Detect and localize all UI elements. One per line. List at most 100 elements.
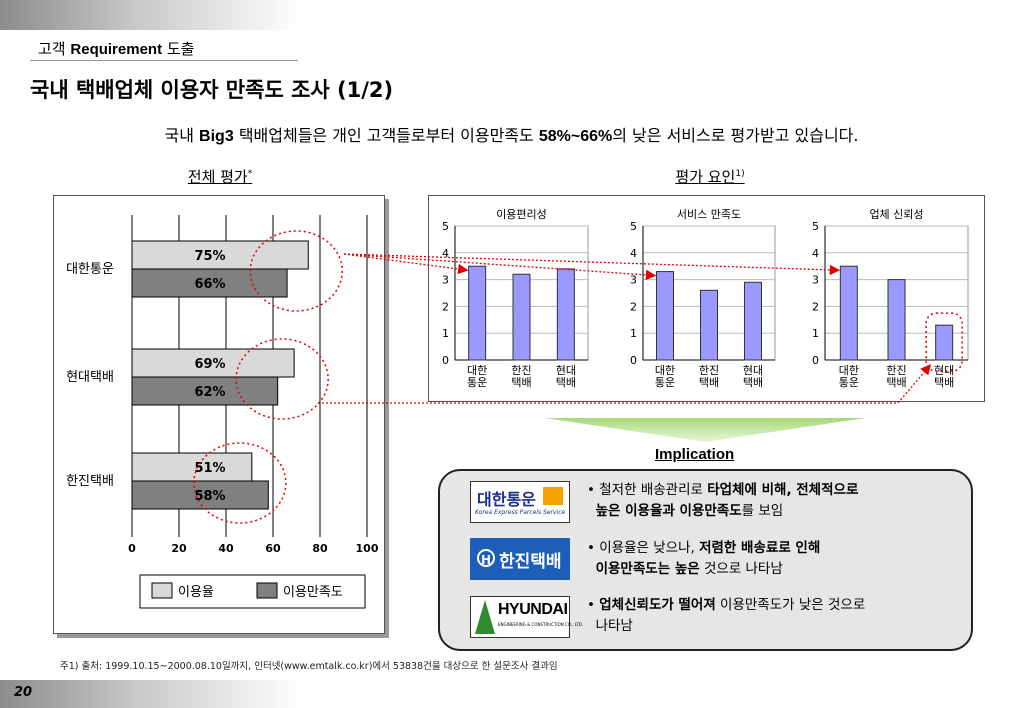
factor-bar [512,273,531,361]
bar [131,376,279,406]
x-category-label: 한진 [699,364,719,377]
factor-bar [656,271,674,361]
y-tick-label: 4 [812,247,819,260]
subtitle-bold-2: 58%~66% [538,128,613,145]
factor-bar [556,268,575,361]
x-category-label: 현대 [934,364,954,377]
highlight-ellipse [249,230,343,312]
factor-bar [700,289,718,361]
y-tick-label: 5 [812,220,819,233]
impl1-bold-a: 타업체에 비해, 전체적으로 [707,482,859,498]
legend-swatch [151,582,173,599]
breadcrumb: 고객 Requirement 도출 [38,38,194,59]
overall-title-text: 전체 평가 [187,168,248,186]
x-tick-label: 20 [171,542,187,555]
x-category-label: 택배 [886,376,906,389]
hyundai-logo-sub: ENGINEERING & CONSTRUCTION CO., LTD. [498,622,584,627]
y-tick-label: 1 [630,327,637,340]
x-tick-label: 80 [312,542,328,555]
y-tick-label: 5 [630,220,637,233]
y-tick-label: 3 [630,274,637,287]
impl3-bold-a: 업체신뢰도가 떨어져 [599,597,716,613]
hyundai-logo: HYUNDAI ENGINEERING & CONSTRUCTION CO., … [470,596,583,638]
highlight-ellipse [193,442,287,524]
bar [131,452,253,482]
x-category-label: 현대 [743,364,763,377]
x-category-label: 대한 [839,364,859,377]
bar-value-label: 62% [194,385,225,400]
impl1-text-b: 를 보임 [741,503,784,519]
factor-bar [839,265,858,361]
hyundai-logo-text: HYUNDAI [498,601,568,618]
page-subtitle: 국내 Big3 택배업체들은 개인 고객들로부터 이용만족도 58%~66%의 … [0,122,1023,146]
bottom-gradient-bar [0,680,300,708]
factor-bar [468,265,487,361]
hanjin-h-icon: H [477,549,495,567]
daehan-logo-box [543,487,563,505]
x-category-label: 통운 [655,376,675,389]
hanjin-logo: H 한진택배 [470,538,570,580]
y-tick-label: 4 [442,247,449,260]
impl1-text-a: 철저한 배송관리로 [599,482,703,498]
highlight-box [925,312,963,372]
x-category-label: 택배 [934,376,954,389]
breadcrumb-prefix: 고객 [38,40,66,58]
y-tick-label: 0 [812,354,819,367]
y-tick-label: 1 [442,327,449,340]
footnote: 주1) 출처: 1999.10.15~2000.08.10일까지, 인터넷(ww… [60,661,558,672]
legend-box [139,574,366,609]
implication-item-3: • 업체신뢰도가 떨어져 이용만족도가 낮은 것으로 나타남 [587,595,957,637]
impl2-text-b: 것으로 나타남 [703,561,783,577]
bar [131,240,309,270]
subtitle-mid: 택배업체들은 개인 고객들로부터 이용만족도 [238,126,534,145]
highlight-ellipse [235,338,329,420]
x-category-label: 대한 [655,364,675,377]
factor-bar [887,279,906,361]
x-tick-label: 0 [128,542,136,555]
subtitle-bold-1: Big3 [199,128,234,145]
factors-section-title: 평가 요인1) [620,166,800,187]
top-gradient-bar [0,0,300,30]
y-tick-label: 1 [812,327,819,340]
x-category-label: 한진 [511,364,531,377]
subtitle-pre: 국내 [164,126,194,145]
hanjin-logo-text: 한진택배 [499,552,562,572]
implication-item-1: • 철저한 배송관리로 타업체에 비해, 전체적으로 높은 이용율과 이용만족도… [587,480,957,522]
bar-value-label: 69% [194,357,225,372]
daehan-logo-text: 대한통운 [477,490,536,509]
x-category-label: 택배 [556,376,576,389]
bar [131,268,288,298]
impl3-text-a: 이용만족도가 낮은 것으로 [720,597,866,613]
bar-value-label: 51% [194,461,225,476]
y-tick-label: 2 [812,300,819,313]
down-arrow-gradient [545,418,865,442]
factor-chart-title: 서비스 만족도 [677,208,741,221]
legend-label: 이용율 [178,585,214,600]
impl2-bold-a: 저렴한 배송료로 인해 [699,540,821,556]
x-category-label: 한진 [886,364,906,377]
implication-item-2: • 이용율은 낮으나, 저렴한 배송료로 인해 이용만족도는 높은 것으로 나타… [587,538,957,580]
daehan-logo-sub: Korea Express Parcels Service [475,509,566,516]
factor-chart-title: 이용편리성 [496,208,547,221]
x-category-label: 택배 [699,376,719,389]
impl2-text-a: 이용율은 낮으나, [599,540,695,556]
x-category-label: 통운 [467,376,487,389]
page-number: 20 [14,685,33,700]
y-tick-label: 2 [442,300,449,313]
impl3-text-b: 나타남 [595,618,633,634]
y-tick-label: 3 [442,274,449,287]
y-tick-label: 0 [630,354,637,367]
bar-value-label: 66% [194,277,225,292]
factor-bar [935,324,954,361]
overall-section-title: 전체 평가* [140,166,300,187]
bar-value-label: 75% [194,249,225,264]
y-tick-label: 3 [812,274,819,287]
x-tick-label: 40 [218,542,234,555]
implication-title: Implication [655,446,735,463]
x-tick-label: 100 [356,542,379,555]
category-label: 현대택배 [66,370,114,385]
bullet: • [587,597,595,613]
factor-bar [744,281,762,361]
hyundai-triangle-icon [475,600,495,634]
